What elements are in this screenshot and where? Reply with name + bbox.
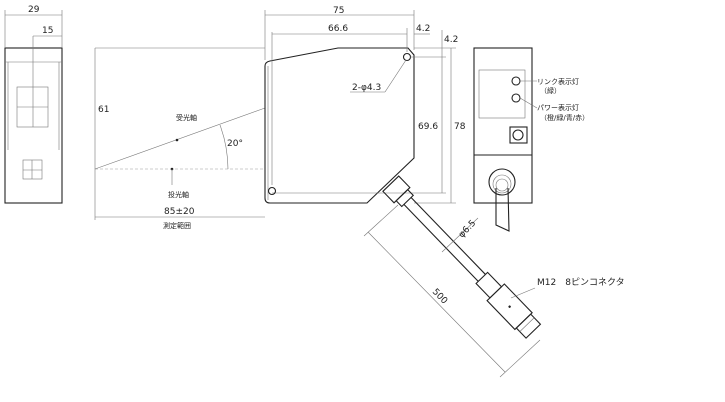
- connector-label: M12 8ピンコネクタ: [537, 277, 625, 288]
- power-led-color: （橙/緑/青/赤）: [540, 113, 589, 122]
- main-view: 75 66.6 4.2 4.2 2-φ4.3 69.6 78: [264, 6, 466, 204]
- side-view: 29 15: [4, 5, 63, 204]
- front-view: リンク表示灯 （緑） パワー表示灯 （橙/緑/青/赤）: [473, 47, 589, 232]
- dim-height: 78: [454, 122, 466, 132]
- dim-hole-offset-x: 4.2: [416, 24, 430, 34]
- dim-cable-length: 500: [430, 287, 449, 307]
- hole-label: 2-φ4.3: [352, 83, 381, 93]
- receiver-axis-label: 受光軸: [176, 113, 197, 122]
- dim-hole-offset-y: 4.2: [444, 35, 458, 45]
- power-led-label: パワー表示灯: [537, 103, 579, 112]
- dim-width: 29: [28, 5, 40, 15]
- dim-hole-pitch: 66.6: [328, 24, 348, 34]
- emitter-axis-label: 投光軸: [168, 190, 189, 199]
- link-led-color: （緑）: [540, 86, 561, 95]
- dim-center: 15: [42, 26, 53, 36]
- dim-range: 85±20: [164, 207, 195, 217]
- cable-assembly: 500 φ6.5 M12 8ピンコネクタ: [363, 175, 625, 378]
- dim-hole-pitch-v: 69.6: [418, 122, 438, 132]
- dim-length: 75: [333, 6, 344, 16]
- cable-diameter: φ6.5: [457, 219, 478, 241]
- range-label: 測定範囲: [163, 221, 191, 230]
- beam-geometry: 61 受光軸 20° 投光軸 85±20 測定範囲: [94, 47, 266, 230]
- power-led-icon: [511, 93, 521, 103]
- link-led-label: リンク表示灯: [537, 77, 579, 86]
- dim-beam-height: 61: [98, 105, 109, 115]
- link-led-icon: [511, 76, 521, 86]
- angle-label: 20°: [227, 139, 243, 149]
